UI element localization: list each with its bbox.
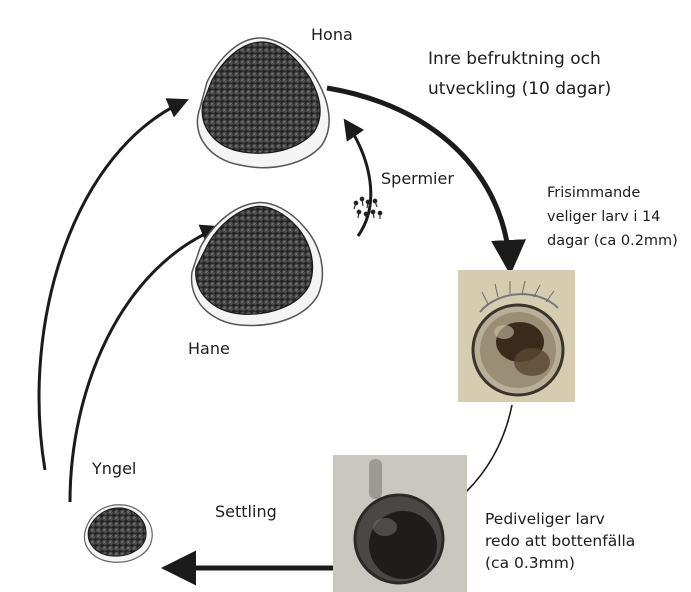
- female-oyster-shell-icon: [197, 38, 329, 168]
- label-fertilization: Inre befruktning och utveckling (10 daga…: [428, 44, 611, 104]
- label-pediveliger: Pediveliger larv redo att bottenfälla (c…: [485, 508, 635, 574]
- male-oyster-shell-icon: [192, 203, 323, 326]
- label-hane: Hane: [188, 338, 230, 360]
- arrow-spat-to-female: [39, 101, 185, 470]
- label-veliger: Frisimmande veliger larv i 14 dagar (ca …: [547, 181, 678, 253]
- arrow-sperm-to-female: [346, 122, 371, 236]
- label-yngel: Yngel: [92, 458, 136, 480]
- pediveliger-larva-photo: [333, 455, 467, 592]
- veliger-larva-photo: [458, 270, 575, 402]
- label-settling: Settling: [215, 501, 277, 523]
- label-spermier: Spermier: [381, 168, 454, 190]
- arrow-veliger-to-pediveliger: [466, 405, 512, 492]
- label-hona: Hona: [311, 24, 353, 46]
- spat-oyster-shell-icon: [84, 505, 152, 563]
